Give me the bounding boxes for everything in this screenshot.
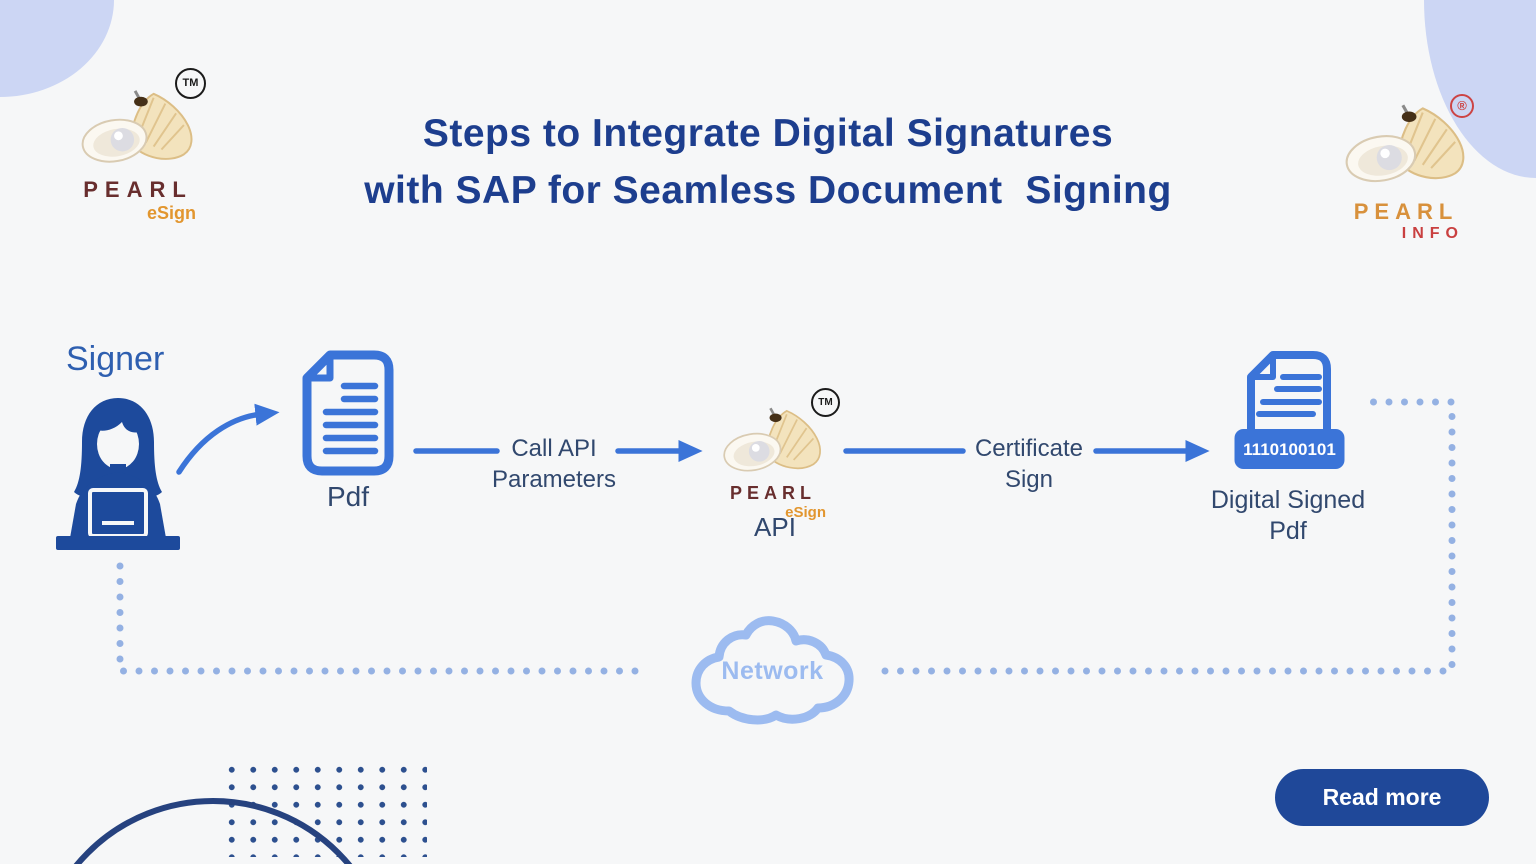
- pdf-document-icon: [298, 348, 398, 485]
- registered-badge: ®: [1450, 94, 1474, 118]
- brand-name: PEARL: [729, 483, 816, 503]
- shell-pearl-icon: [1345, 104, 1465, 183]
- shell-pearl-icon: [81, 90, 193, 163]
- brand-subname: eSign: [785, 504, 826, 521]
- network-label: Network: [721, 657, 824, 685]
- dotted-connector-left: [116, 562, 644, 675]
- signer-label: Signer: [66, 340, 165, 378]
- page-title-line1: Steps to Integrate Digital Signatures: [422, 112, 1114, 155]
- brand-subname: eSign: [146, 203, 196, 223]
- brand-name: PEARL: [1353, 199, 1459, 224]
- step-certificate-line2: Sign: [1004, 466, 1054, 493]
- curved-arrow-icon: [176, 403, 280, 475]
- signed-pdf-label: Digital Signed Pdf: [1188, 485, 1388, 547]
- api-label: API: [754, 512, 796, 542]
- page-title-line2: with SAP for Seamless Document Signing: [364, 169, 1172, 212]
- shell-pearl-icon: [723, 407, 821, 472]
- step-call-api-label: Call API Parameters: [471, 433, 637, 495]
- pdf-label: Pdf: [326, 481, 370, 512]
- network-cloud-icon: [682, 613, 862, 740]
- step-certificate-label: Certificate Sign: [946, 433, 1112, 495]
- person-laptop-icon: [52, 392, 184, 559]
- pearl-esign-api-logo: TM PEARL eSign: [700, 386, 846, 521]
- pearl-info-logo: ® PEARL INFO: [1332, 82, 1480, 243]
- step-call-api-line1: Call API: [511, 435, 597, 462]
- trademark-badge: TM: [175, 68, 206, 99]
- pearl-esign-logo: TM PEARL eSign: [68, 62, 208, 224]
- signed-pdf-label-line2: Pdf: [1269, 517, 1307, 545]
- brand-subname: INFO: [1401, 225, 1464, 242]
- brand-name: PEARL: [83, 177, 193, 202]
- binary-banner-text: 1110100101: [1243, 440, 1336, 459]
- signed-pdf-document-icon: 1110100101: [1233, 349, 1346, 476]
- step-call-api-line2: Parameters: [491, 466, 617, 493]
- signed-pdf-label-line1: Digital Signed: [1210, 486, 1366, 514]
- trademark-badge: TM: [811, 388, 840, 417]
- step-certificate-line1: Certificate: [974, 435, 1084, 462]
- read-more-button[interactable]: Read more: [1275, 769, 1489, 826]
